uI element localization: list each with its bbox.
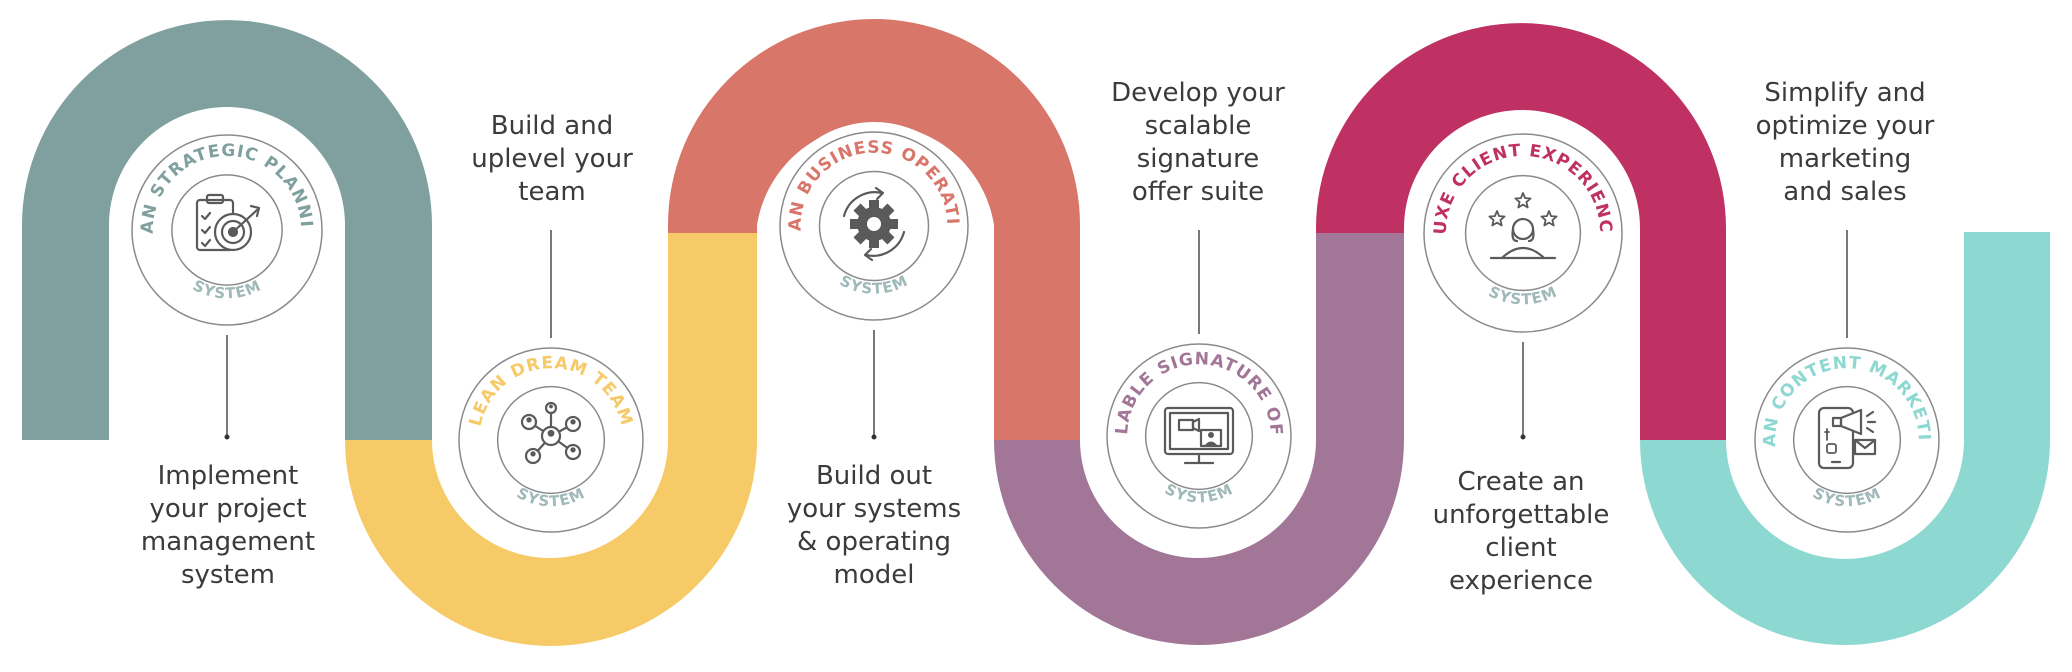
caption-stage-3: Build out your systems & operating model xyxy=(786,461,962,590)
caption-stage-5: Create an unforgettable client experienc… xyxy=(1432,467,1610,596)
connector-dot-3 xyxy=(871,434,877,440)
road-segment-6 xyxy=(1640,232,2050,645)
badge-inner-ring xyxy=(1144,381,1254,491)
badge-inner-ring xyxy=(1792,385,1902,495)
caption-stage-6: Simplify and optimize your marketing and… xyxy=(1755,78,1935,207)
clipboard-target-icon xyxy=(195,193,261,252)
monitor-video-icon xyxy=(1163,406,1235,465)
road-segment-1 xyxy=(22,20,432,441)
caption-stage-4: Develop your scalable signature offer su… xyxy=(1111,78,1285,207)
caption-stage-1: Implement your project management system xyxy=(140,461,316,590)
road-segment-2 xyxy=(345,233,757,646)
caption-stage-2: Build and uplevel your team xyxy=(471,111,633,207)
road-segment-5 xyxy=(1316,23,1726,440)
team-network-icon xyxy=(520,401,582,465)
road-segment-3 xyxy=(668,19,1080,440)
connector-dot-5 xyxy=(1520,434,1526,440)
client-stars-icon xyxy=(1488,192,1558,260)
connector-lines xyxy=(224,230,1850,440)
road-segment-4 xyxy=(994,233,1404,645)
badge-inner-ring xyxy=(1464,174,1582,292)
connector-dot-1 xyxy=(224,434,230,440)
gear-cycle-icon xyxy=(842,186,906,262)
phone-megaphone-icon xyxy=(1817,406,1877,470)
